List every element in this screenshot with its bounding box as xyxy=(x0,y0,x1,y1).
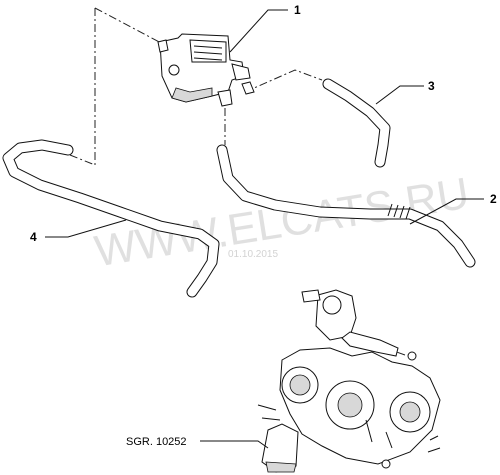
turbocharger-assembly xyxy=(257,289,441,473)
dashed-line-left xyxy=(69,8,96,166)
part-2-long-hose[interactable] xyxy=(216,144,476,268)
dashed-line-right xyxy=(244,69,323,93)
leader-3 xyxy=(375,85,424,105)
watermark-date: 01.10.2015 xyxy=(228,249,278,260)
leader-lines xyxy=(45,9,484,449)
dashed-line-top xyxy=(94,7,166,46)
leader-4 xyxy=(45,219,127,238)
part-1-solenoid-valve[interactable] xyxy=(157,33,255,107)
callout-2[interactable]: 2 xyxy=(490,192,497,206)
part-3-short-hose[interactable] xyxy=(322,78,391,168)
leader-2 xyxy=(409,198,484,225)
part-4-curved-hose[interactable] xyxy=(2,139,220,298)
reference-code: SGR. 10252 xyxy=(126,436,187,448)
leader-1 xyxy=(229,9,288,53)
leader-ref xyxy=(200,440,269,449)
callout-1[interactable]: 1 xyxy=(294,3,301,17)
callout-4[interactable]: 4 xyxy=(30,230,37,244)
callout-3[interactable]: 3 xyxy=(428,79,435,93)
